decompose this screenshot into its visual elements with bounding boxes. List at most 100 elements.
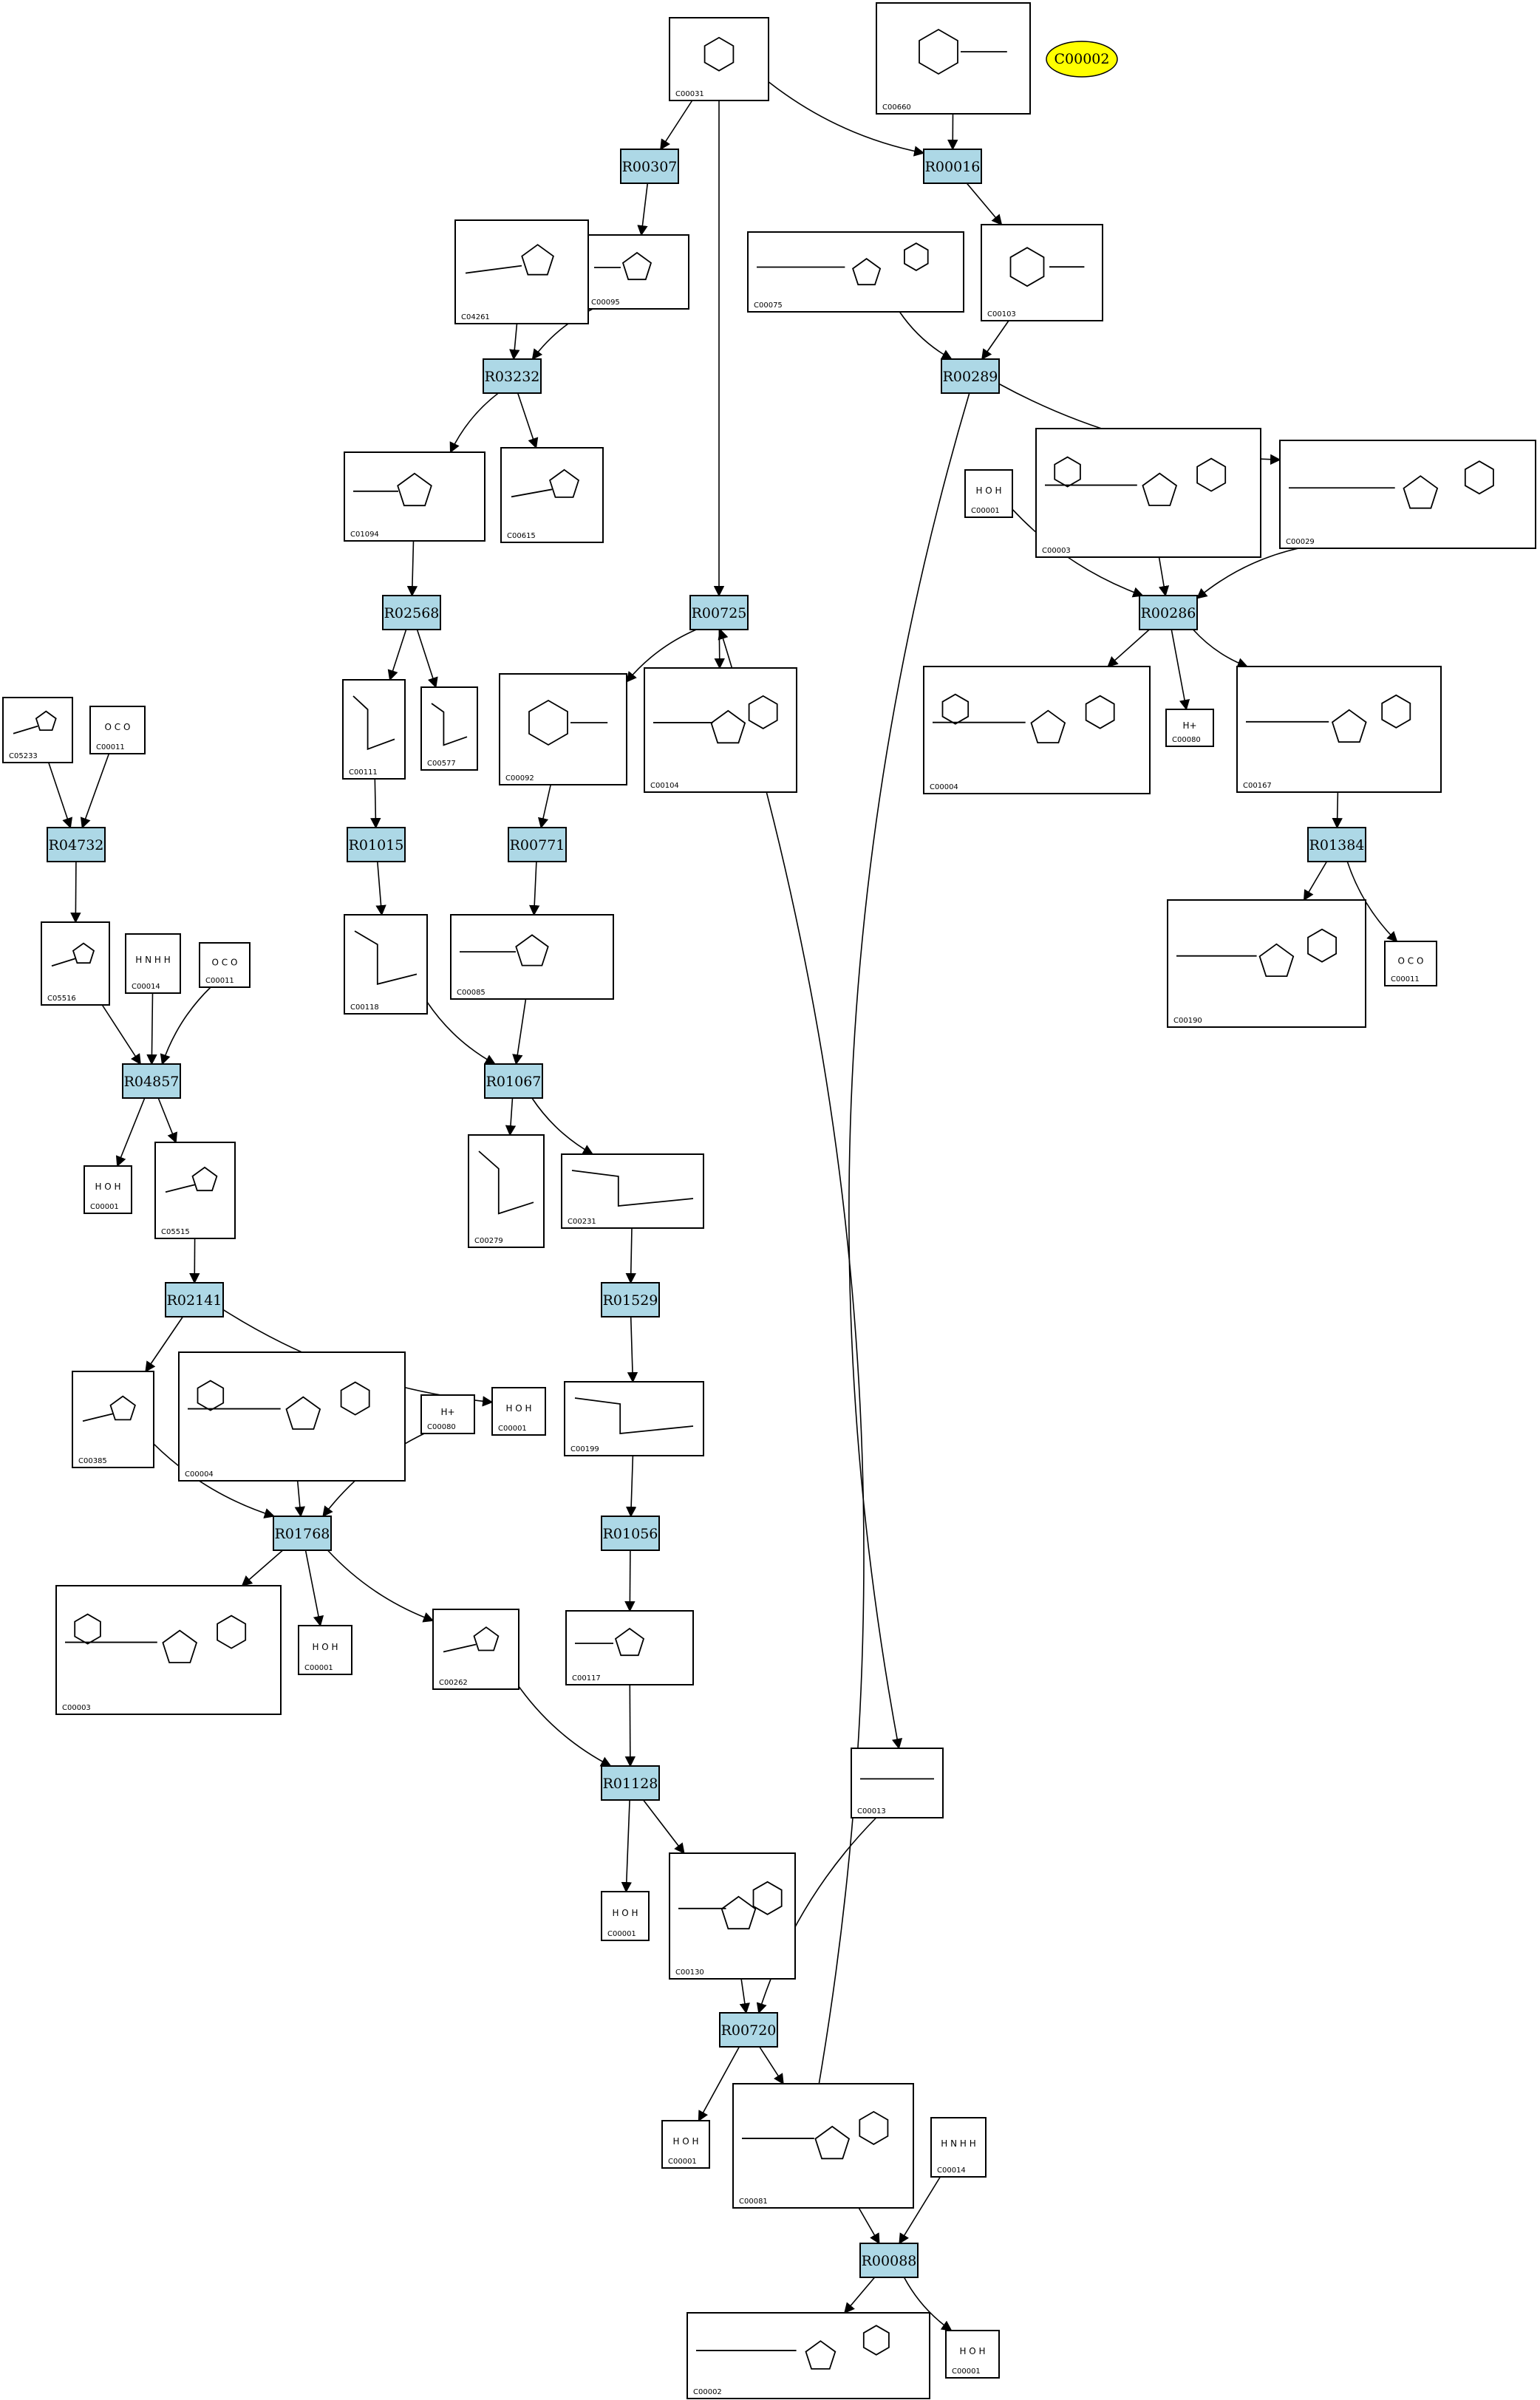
compound-label: C00085: [457, 989, 485, 997]
reaction-label: R01529: [603, 1292, 658, 1309]
compound-c00660[interactable]: C00660: [876, 2, 1031, 115]
reaction-r03232[interactable]: R03232: [483, 358, 542, 394]
edge-R01067-c-C00279: [505, 1097, 517, 1136]
compound-c00031[interactable]: C00031: [669, 17, 769, 101]
compound-c00075[interactable]: C00075: [747, 231, 964, 313]
reaction-r02568[interactable]: R02568: [382, 595, 441, 630]
bond-line: [574, 1397, 694, 1434]
compound-c00167[interactable]: C00167: [1236, 666, 1442, 793]
compound-box: [1165, 709, 1214, 747]
reaction-r00720[interactable]: R00720: [719, 2012, 778, 2048]
compound-box: [1167, 899, 1366, 1028]
compound-label: C00031: [675, 90, 704, 98]
ring-shape: [1403, 475, 1439, 509]
formula-text: H+: [440, 1407, 454, 1417]
compound-label: C00262: [439, 1679, 468, 1687]
reaction-r01128[interactable]: R01128: [601, 1765, 660, 1801]
compound-c00003a[interactable]: C00003: [1035, 428, 1261, 558]
reaction-r04857[interactable]: R04857: [122, 1063, 181, 1099]
reaction-label: R00307: [622, 159, 678, 175]
reaction-r01384[interactable]: R01384: [1307, 827, 1366, 862]
compound-box: [1384, 941, 1437, 986]
reaction-r01768[interactable]: R01768: [273, 1516, 332, 1551]
reaction-r01015[interactable]: R01015: [347, 827, 406, 862]
compound-c00118[interactable]: C00118: [344, 914, 428, 1015]
reaction-r01056[interactable]: R01056: [601, 1516, 660, 1551]
reaction-r00725[interactable]: R00725: [689, 595, 749, 630]
compound-c00085[interactable]: C00085: [450, 914, 614, 1000]
compound-c05516[interactable]: C05516: [41, 921, 110, 1006]
compound-c00111[interactable]: C00111: [342, 679, 406, 780]
edge-c-C00014b-R00088: [899, 2176, 941, 2245]
compound-label: C00001: [498, 1425, 527, 1433]
edge-R02568-c-C00111: [387, 629, 407, 681]
compound-c00199[interactable]: C00199: [564, 1381, 704, 1456]
compound-c00615[interactable]: C00615: [500, 447, 604, 543]
ring-shape: [1030, 709, 1066, 743]
compound-c00231[interactable]: C00231: [561, 1153, 704, 1229]
compound-c05233[interactable]: C05233: [2, 697, 73, 763]
ring-shape: [710, 709, 746, 744]
compound-label: C00199: [570, 1445, 599, 1453]
compound-box: [298, 1625, 352, 1675]
formula-text: H N H H: [941, 2138, 976, 2149]
compound-c05515[interactable]: C05515: [154, 1142, 236, 1239]
compound-c00029[interactable]: C00029: [1279, 440, 1536, 549]
compound-c00262[interactable]: C00262: [432, 1609, 519, 1690]
compound-label: C00092: [505, 774, 534, 783]
compound-c00003b[interactable]: C00003: [55, 1585, 282, 1715]
compound-c00577[interactable]: C00577: [420, 686, 478, 771]
compound-c01094[interactable]: C01094: [344, 451, 485, 542]
compound-label: C00004: [930, 783, 958, 791]
edge-R04857-c-C00001b: [115, 1097, 146, 1167]
compound-c00004a[interactable]: C00004: [923, 666, 1151, 794]
compound-c00002[interactable]: C00002: [686, 2312, 930, 2399]
compound-c00013[interactable]: C00013: [851, 1748, 944, 1818]
compound-c00279[interactable]: C00279: [468, 1134, 545, 1248]
compound-c00080a[interactable]: H+C00080: [1165, 709, 1214, 747]
compound-c00004b[interactable]: C00004: [178, 1351, 406, 1482]
compound-c04261[interactable]: C04261: [454, 219, 589, 324]
ring-shape: [614, 1627, 645, 1657]
compound-c00385[interactable]: C00385: [72, 1371, 154, 1468]
reaction-r01529[interactable]: R01529: [601, 1282, 660, 1317]
compound-c00080b[interactable]: H+C00080: [420, 1394, 475, 1434]
compound-box: [420, 1394, 475, 1434]
compound-c00103[interactable]: C00103: [981, 224, 1103, 321]
compound-c00190[interactable]: C00190: [1167, 899, 1366, 1028]
compound-c00092[interactable]: C00092: [499, 673, 627, 785]
reaction-r00088[interactable]: R00088: [859, 2243, 919, 2278]
edge-R03232-c-C00615: [517, 392, 539, 449]
compound-label: C00117: [572, 1674, 601, 1683]
reaction-r04732[interactable]: R04732: [47, 827, 106, 862]
reaction-r00016[interactable]: R00016: [923, 149, 982, 184]
reaction-r02141[interactable]: R02141: [165, 1282, 224, 1317]
compound-c00104[interactable]: C00104: [644, 667, 797, 793]
reaction-r00286[interactable]: R00286: [1139, 595, 1198, 630]
compound-c00081[interactable]: C00081: [732, 2083, 914, 2209]
compound-c00117[interactable]: C00117: [565, 1610, 694, 1685]
reaction-r00771[interactable]: R00771: [508, 827, 567, 862]
reaction-r01067[interactable]: R01067: [484, 1063, 543, 1099]
formula-text: H O H: [612, 1908, 638, 1918]
highlight-node[interactable]: C00002: [1046, 41, 1118, 78]
compound-label: C00385: [78, 1457, 107, 1465]
compound-c00095[interactable]: C00095: [585, 234, 689, 310]
compound-c00130[interactable]: C00130: [669, 1852, 796, 1980]
reaction-r00307[interactable]: R00307: [620, 149, 679, 184]
edge-c-C00081-R00088: [858, 2207, 880, 2245]
ring-shape: [805, 2340, 837, 2370]
reaction-r00289[interactable]: R00289: [941, 358, 1000, 394]
